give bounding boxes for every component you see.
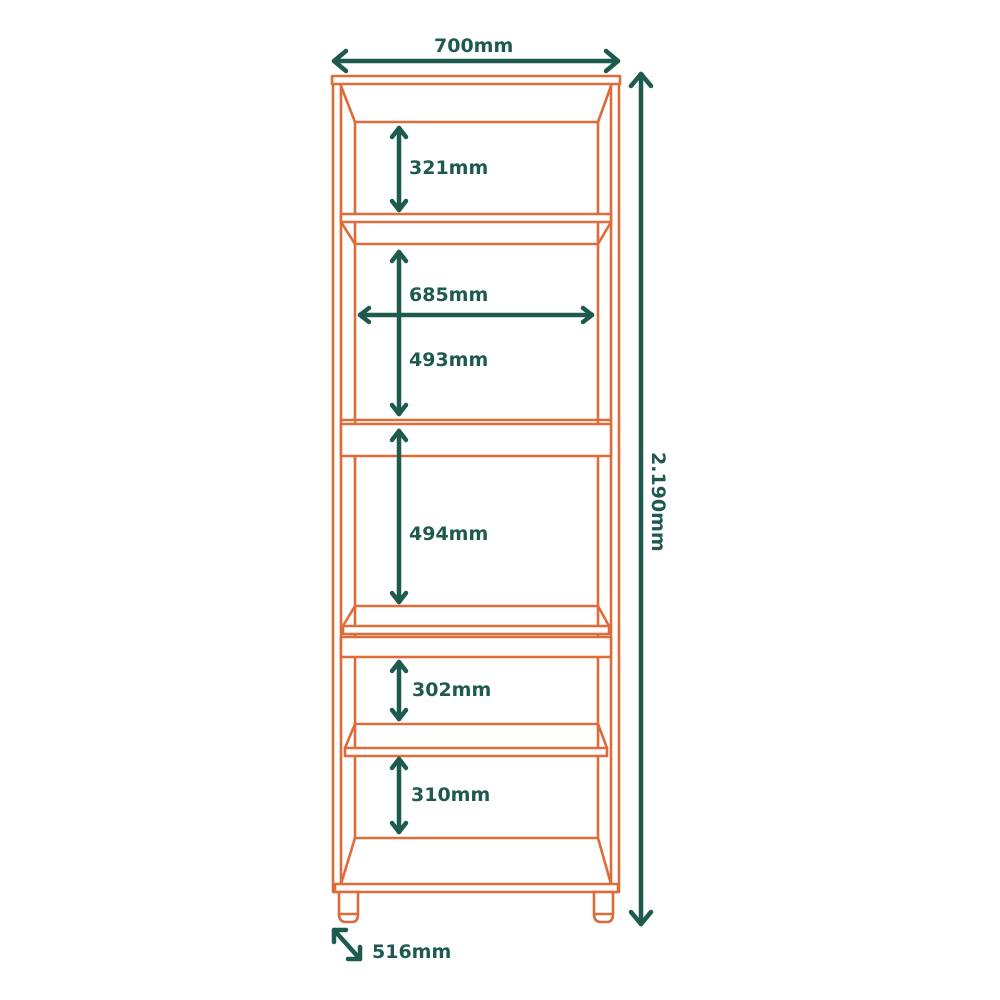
shelf-1 <box>339 212 613 246</box>
compartment-second-arrow <box>389 249 409 417</box>
compartment-top <box>339 84 613 124</box>
compartment-bottom-arrow <box>389 756 409 835</box>
compartment-third-height-label: 494mm <box>409 523 489 545</box>
legs <box>337 890 615 924</box>
dimension-lines <box>331 48 654 962</box>
right-side-panel <box>609 76 621 894</box>
bottom-board <box>333 836 620 894</box>
compartment-top-arrow <box>389 125 409 213</box>
overall-height-label: 2.190mm <box>647 452 669 552</box>
compartment-fourth-height-label: 302mm <box>412 679 492 701</box>
compartment-third-arrow <box>389 428 409 605</box>
shelf-4 <box>343 722 609 758</box>
overall-width-label: 700mm <box>434 35 514 57</box>
compartment-fourth-arrow <box>389 659 409 722</box>
shelf-3 <box>339 604 613 659</box>
compartment-bottom-height-label: 310mm <box>411 784 491 806</box>
left-leg <box>337 890 360 924</box>
depth-arrow <box>331 927 363 962</box>
depth-label: 516mm <box>372 941 452 963</box>
compartment-top-height-label: 321mm <box>409 157 489 179</box>
width-arrow <box>331 48 621 74</box>
left-side-panel <box>331 76 343 894</box>
shelf-2 <box>339 418 613 462</box>
inner-width-arrow <box>357 305 595 325</box>
compartment-second-height-label: 493mm <box>409 349 489 371</box>
right-leg <box>592 890 615 924</box>
height-arrow <box>628 71 654 927</box>
bookcase-frame <box>330 74 622 924</box>
inner-width-label: 685mm <box>409 284 489 306</box>
top-board <box>330 74 622 86</box>
